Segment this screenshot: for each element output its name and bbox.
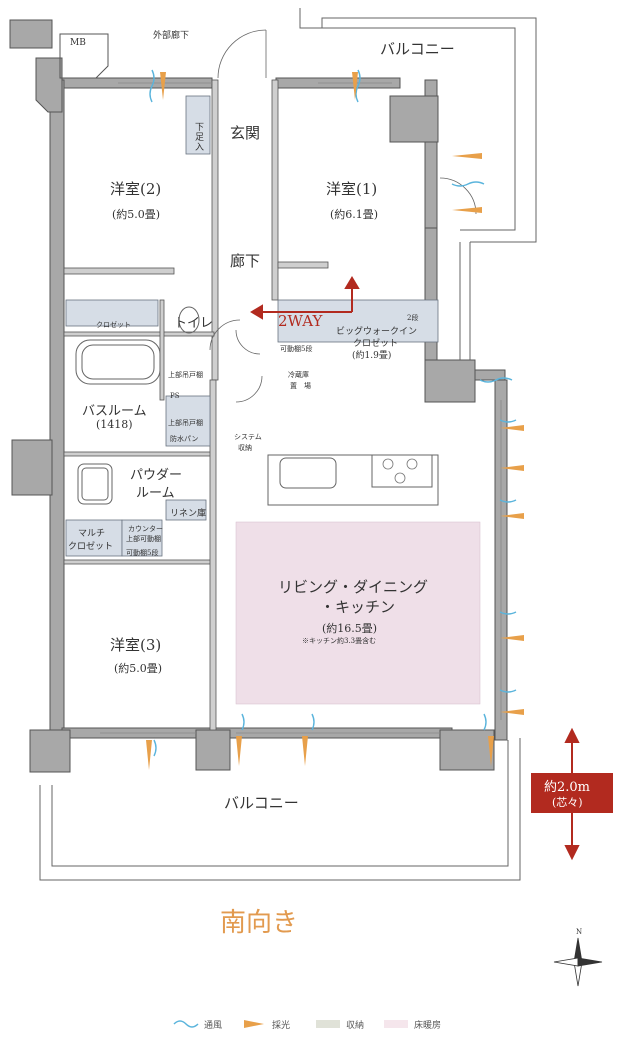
legend-wind: 通風 xyxy=(204,1020,223,1030)
ldk-note: ※キッチン約3.3畳含む xyxy=(302,637,377,645)
depth-line1: 約2.0m xyxy=(544,780,591,795)
room1-size: (約6.1畳) xyxy=(330,208,379,221)
pillars xyxy=(9,19,495,773)
depth-line2: (芯々) xyxy=(552,796,583,809)
toilet-label: トイレ xyxy=(174,316,214,331)
storage-areas xyxy=(65,95,439,557)
ldk-line2: ・キッチン xyxy=(320,598,396,616)
fridge-line2: 置 場 xyxy=(290,382,311,390)
closet-label: クロゼット xyxy=(96,321,131,329)
wind-markers xyxy=(149,69,517,757)
movable-shelf-5-label: 可動棚5段 xyxy=(280,345,313,353)
hallway-label: 廊下 xyxy=(230,252,261,270)
powder-line2: ルーム xyxy=(136,486,175,501)
walkin-line2: クロゼット xyxy=(353,339,399,349)
balcony-bottom-label: バルコニー xyxy=(224,794,299,812)
mb-box xyxy=(59,33,109,79)
room1-name: 洋室(1) xyxy=(326,180,378,198)
interior-walls xyxy=(63,79,329,731)
walkin-size: (約1.9畳) xyxy=(352,351,392,361)
entrance-label: 玄関 xyxy=(230,124,261,142)
room2-name: 洋室(2) xyxy=(110,180,162,198)
room3-size: (約5.0畳) xyxy=(114,662,163,675)
balcony-top-rail xyxy=(299,8,537,243)
waterproof-pan-label: 防水パン xyxy=(170,435,199,443)
walkin-line1: ビッグウォークイン xyxy=(336,327,418,337)
bathroom-size: (1418) xyxy=(96,418,133,431)
legend-storage: 収納 xyxy=(346,1020,365,1030)
light-markers xyxy=(146,72,524,770)
twoway-arrow xyxy=(250,276,360,320)
twoway-label: 2WAY xyxy=(278,312,323,330)
upper-shelf-label: 上部吊戸棚 xyxy=(168,371,203,379)
legend-floor-heating: 床暖房 xyxy=(414,1020,442,1030)
room3-name: 洋室(3) xyxy=(110,636,162,654)
doors xyxy=(209,29,477,403)
balcony-bottom-rail xyxy=(39,738,521,881)
ps-label: PS xyxy=(170,392,180,400)
depth-label-box xyxy=(531,773,613,813)
stove-icon xyxy=(382,458,418,484)
external-corridor-label: 外部廊下 xyxy=(153,31,190,41)
ldk-floor-heating xyxy=(235,521,481,705)
shelf-2-label: 2段 xyxy=(407,314,419,322)
ldk-line1: リビング・ダイニング xyxy=(278,578,429,596)
system-storage-line2: 収納 xyxy=(238,444,252,452)
fixtures xyxy=(75,306,439,506)
compass-n-label: N xyxy=(576,928,583,936)
system-storage-line1: システム xyxy=(234,433,262,441)
multi-line1: マルチ xyxy=(78,529,106,539)
legend-light: 採光 xyxy=(272,1020,291,1030)
counter-line1: カウンター xyxy=(128,525,163,533)
balcony-top-label: バルコニー xyxy=(380,40,455,58)
legend-icons xyxy=(173,1020,408,1028)
counter-line2: 上部可動棚 xyxy=(126,535,161,543)
movable-shelf-5b-label: 可動棚5段 xyxy=(126,549,159,557)
room2-size: (約5.0畳) xyxy=(112,208,161,221)
powder-line1: パウダー xyxy=(130,468,183,483)
compass-icon xyxy=(553,937,603,987)
mb-label: MB xyxy=(70,38,86,48)
bathroom-name: バスルーム xyxy=(82,404,147,419)
fridge-line1: 冷蔵庫 xyxy=(288,371,309,379)
upper-shelf-2-label: 上部吊戸棚 xyxy=(168,419,203,427)
ldk-size: (約16.5畳) xyxy=(322,622,378,635)
shoe-storage-label: 下足入 xyxy=(193,122,203,152)
orientation-label: 南向き xyxy=(220,908,299,938)
multi-line2: クロゼット xyxy=(68,542,114,552)
linen-label: リネン庫 xyxy=(170,509,207,519)
